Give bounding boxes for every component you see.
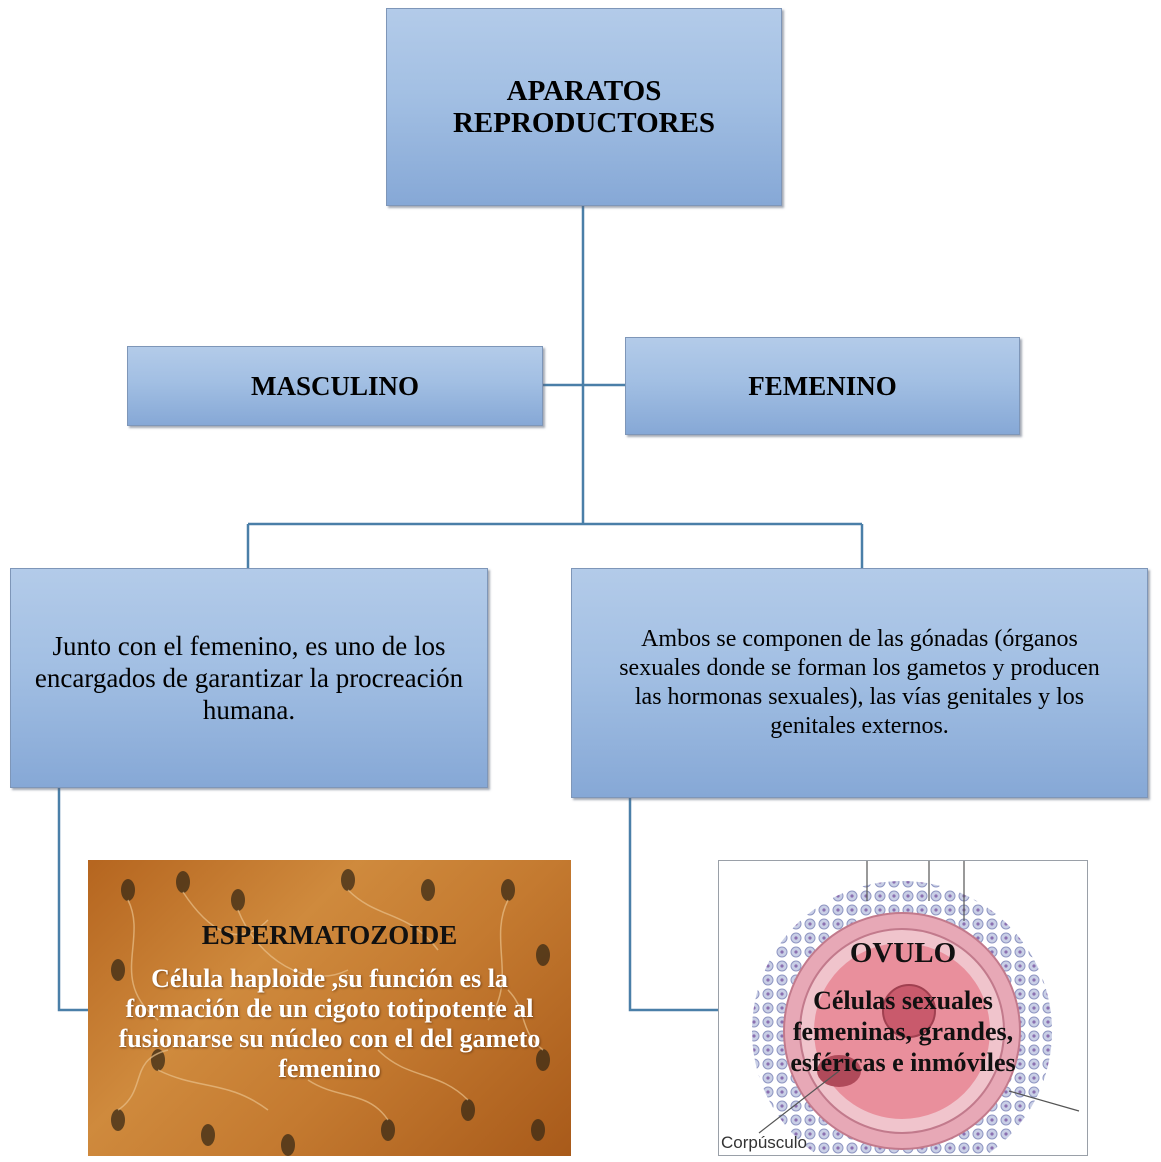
root-title: APARATOS REPRODUCTORES — [452, 75, 716, 139]
masculino-label: MASCULINO — [250, 370, 419, 401]
sperm-title: ESPERMATOZOIDE — [201, 920, 458, 950]
left-description-box: Junto con el femenino, es uno de los enc… — [10, 568, 488, 788]
femenino-box: FEMENINO — [625, 337, 1020, 435]
left-description-text: Junto con el femenino, es uno de los enc… — [34, 631, 464, 725]
corpusculo-label: Corpúsculo — [721, 1133, 807, 1152]
sperm-description: Célula haploide ,su función es la formac… — [118, 964, 541, 1083]
right-description-text: Ambos se componen de las gónadas (órgano… — [619, 626, 1100, 739]
ovum-illustration — [752, 861, 1080, 1155]
right-description-box: Ambos se componen de las gónadas (órgano… — [571, 568, 1148, 798]
masculino-box: MASCULINO — [127, 346, 543, 426]
connector-to-ovum — [628, 798, 718, 1012]
root-box: APARATOS REPRODUCTORES — [386, 8, 782, 206]
femenino-label: FEMENINO — [748, 370, 897, 401]
sperm-cells-illustration — [111, 869, 550, 1156]
sperm-image-box: ESPERMATOZOIDE Célula haploide ,su funci… — [88, 860, 571, 1156]
ovum-title: OVULO — [849, 937, 957, 969]
connector-to-sperm — [57, 788, 88, 1012]
ovum-image-box: OVULO Células sexuales femeninas, grande… — [718, 860, 1088, 1156]
ovum-description: Células sexuales femeninas, grandes, esf… — [790, 986, 1016, 1077]
